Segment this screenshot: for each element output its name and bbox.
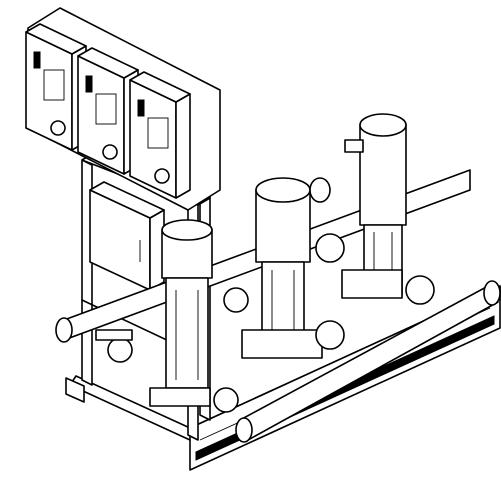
pump-2 bbox=[223, 177, 345, 359]
discharge-header bbox=[235, 280, 501, 443]
control-box bbox=[89, 181, 165, 291]
controller-3 bbox=[129, 71, 191, 199]
controller-1 bbox=[25, 23, 87, 151]
pump-1 bbox=[95, 219, 239, 413]
controller-2 bbox=[77, 47, 139, 175]
pump-3 bbox=[315, 113, 435, 305]
